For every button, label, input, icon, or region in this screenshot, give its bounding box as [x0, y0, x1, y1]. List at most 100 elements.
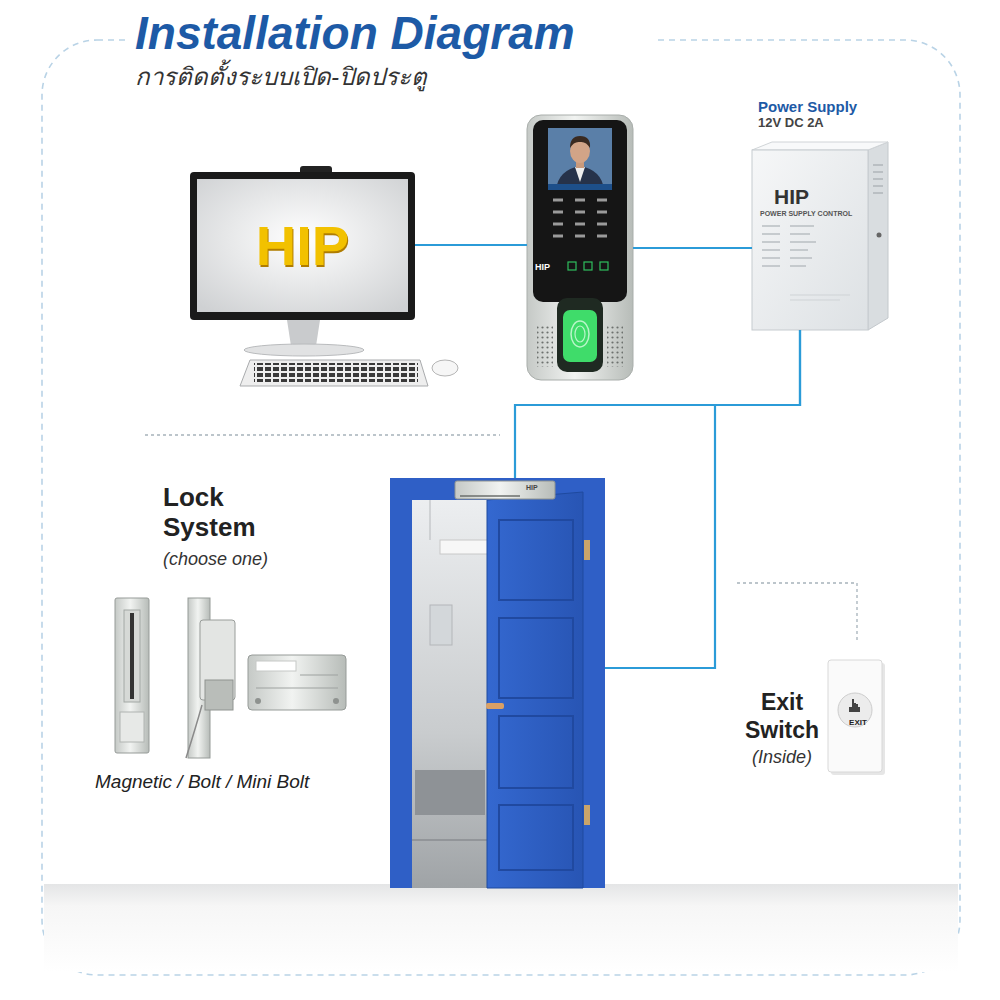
- scanner-node: HIP: [527, 112, 633, 380]
- scanner-illustration: [575, 326, 585, 342]
- scanner-illustration: [600, 262, 608, 270]
- floor-band: [44, 884, 958, 972]
- button-label-wrap: EXIT: [841, 718, 875, 728]
- computer-illustration: [254, 363, 418, 382]
- brand-label-wrap: HIP: [535, 262, 565, 273]
- wire-connector: [605, 330, 800, 668]
- lock-devices-illustration: [124, 610, 140, 702]
- door-illustration: [415, 770, 485, 815]
- computer-illustration: [287, 320, 320, 346]
- exit-switch-illustration: [828, 660, 885, 775]
- scanner-illustration: [557, 298, 603, 372]
- scanner-illustration: [563, 310, 597, 362]
- device-heading: Exit Switch: [738, 688, 826, 744]
- wire-connector: [633, 247, 752, 249]
- door-illustration: [390, 478, 605, 888]
- brand-label: HIP: [526, 484, 550, 492]
- spec-label-wrap: 12V DC 2A: [758, 115, 888, 131]
- door-illustration: [499, 520, 573, 600]
- screen-logo-wrap: HIP: [190, 212, 415, 279]
- scanner-illustration: [584, 262, 592, 270]
- exit-switch-illustration: [828, 660, 882, 772]
- scanner-illustration: [571, 321, 589, 347]
- floor-band: [44, 884, 958, 972]
- scanner-illustration: [607, 325, 623, 367]
- scanner-illustration: [548, 128, 612, 190]
- power-supply-node: Power Supply12V DC 2A HIPPOWER SUPPLY CON…: [752, 98, 888, 330]
- power-supply-illustration: [868, 142, 888, 330]
- scanner-illustration: [533, 120, 627, 302]
- exit-switch-node: Exit Switch(Inside) EXIT: [738, 640, 885, 775]
- power-supply-illustration: [762, 226, 816, 266]
- group-heading: Lock System: [163, 482, 293, 542]
- lock-devices-illustration: [120, 712, 144, 742]
- lock-devices-illustration: [205, 680, 233, 710]
- dashed-guide: [737, 583, 857, 640]
- spec-label: 12V DC 2A: [758, 115, 888, 131]
- lock-devices-illustration: [115, 598, 149, 753]
- lock-devices-illustration: [256, 661, 296, 671]
- dashed-guide: [145, 434, 500, 435]
- door-illustration: [455, 481, 555, 499]
- door-illustration: [499, 716, 573, 788]
- page-frame: [42, 30, 960, 975]
- door-illustration: [499, 618, 573, 698]
- panel-label-wrap: POWER SUPPLY CONTROL: [760, 210, 872, 218]
- power-supply-illustration: [877, 233, 882, 238]
- lock-devices-illustration: [186, 705, 202, 758]
- brand-label: HIP: [774, 184, 844, 209]
- lock-devices-illustration: [255, 698, 261, 704]
- scanner-illustration: [568, 262, 576, 270]
- option-list: Magnetic / Bolt / Mini Bolt: [95, 770, 367, 793]
- lock-devices-illustration: [256, 675, 338, 688]
- scanner-illustration: [537, 325, 553, 367]
- door-illustration: [584, 540, 590, 560]
- computer-illustration: [240, 360, 428, 386]
- scanner-illustration: [527, 115, 633, 380]
- subtitle: การติดตั้งระบบเปิด-ปิดประตู: [135, 62, 755, 91]
- button-label: EXIT: [841, 718, 875, 728]
- device-note: (Inside): [738, 746, 826, 768]
- door-node: HIP: [390, 478, 605, 888]
- brand-label-wrap: HIP: [526, 484, 550, 492]
- scanner-illustration: [527, 115, 633, 380]
- option-list-wrap: Magnetic / Bolt / Mini Bolt: [95, 770, 367, 793]
- lock-devices-illustration: [130, 613, 134, 699]
- computer-illustration: [190, 166, 458, 386]
- computer-node: HIP: [190, 165, 415, 390]
- group-note: (choose one): [163, 548, 363, 570]
- computer-illustration: [432, 360, 458, 376]
- power-supply-illustration: [873, 165, 883, 193]
- brand-label-wrap: HIP: [774, 184, 844, 209]
- power-supply-illustration: [752, 150, 868, 330]
- scanner-illustration: [553, 200, 607, 236]
- page-frame: [42, 40, 960, 975]
- power-supply-illustration: [752, 142, 888, 330]
- lock-devices-illustration: [115, 598, 346, 758]
- door-illustration: [430, 605, 452, 645]
- power-supply-illustration: [790, 295, 850, 300]
- device-heading-wrap: Power Supply: [758, 98, 888, 116]
- door-illustration: [412, 839, 487, 841]
- scanner-illustration: [548, 184, 612, 190]
- subtitle-wrap: การติดตั้งระบบเปิด-ปิดประตู: [135, 62, 755, 91]
- door-illustration: [487, 492, 583, 888]
- lock-system-node: Lock System (choose one) Magnetic / Bolt /…: [95, 478, 367, 803]
- computer-illustration: [244, 344, 364, 356]
- lock-devices-illustration: [333, 698, 339, 704]
- exit-switch-illustration: [849, 699, 860, 712]
- device-note-wrap: (Inside): [738, 746, 826, 768]
- scanner-illustration: [570, 136, 590, 148]
- screen-logo: HIP: [190, 212, 415, 279]
- door-illustration: [499, 805, 573, 870]
- brand-label: HIP: [535, 262, 565, 273]
- door-illustration: [390, 478, 605, 888]
- door-illustration: [486, 703, 504, 709]
- wire-connector: [415, 244, 527, 246]
- group-note-wrap: (choose one): [163, 548, 363, 570]
- device-heading: Power Supply: [758, 98, 888, 116]
- door-illustration: [460, 495, 520, 497]
